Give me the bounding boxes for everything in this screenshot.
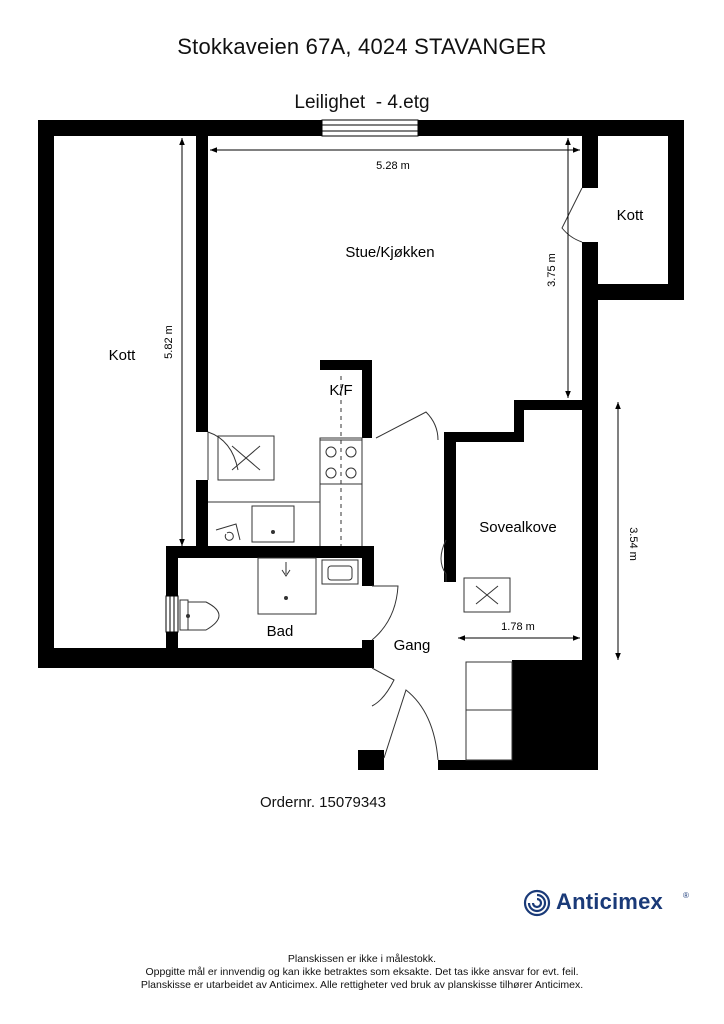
door-sove bbox=[440, 539, 447, 582]
room-label-kott-right: Kott bbox=[617, 207, 645, 224]
room-label-sovealkove: Sovealkove bbox=[479, 519, 557, 536]
wall-top-right bbox=[418, 120, 684, 136]
room-label-kott-left: Kott bbox=[109, 347, 137, 364]
dishwasher-icon bbox=[215, 523, 241, 541]
anticimex-logo-icon bbox=[523, 889, 551, 917]
storage-dark bbox=[512, 660, 592, 770]
door-kitchen bbox=[207, 431, 239, 480]
wall-stue-left bbox=[196, 136, 208, 432]
address-title: Stokkaveien 67A, 4024 STAVANGER bbox=[177, 34, 547, 59]
fixtures bbox=[179, 376, 513, 761]
brand-name: Anticimex bbox=[556, 889, 663, 914]
wall-kf-right bbox=[362, 360, 372, 438]
toilet-bowl bbox=[187, 601, 220, 631]
wall-kitchen-bottom bbox=[166, 546, 372, 558]
dim-label-kott-depth: 5.82 m bbox=[163, 325, 175, 359]
room-label-kf: K/F bbox=[329, 382, 352, 399]
wall-left bbox=[38, 120, 54, 668]
kitchen-counter bbox=[208, 437, 363, 546]
skylight-kitchen bbox=[217, 435, 275, 481]
window-bath bbox=[165, 595, 179, 633]
walls bbox=[38, 120, 684, 770]
brand-registered: ® bbox=[683, 891, 689, 900]
door-entry bbox=[383, 689, 439, 761]
disclaimer-line-1: Planskissen er ikke i målestokk. bbox=[287, 953, 437, 965]
disclaimer-line-2: Oppgitte mål er innvendig og kan ikke be… bbox=[145, 966, 579, 978]
room-label-stue: Stue/Kjøkken bbox=[345, 244, 434, 261]
stove bbox=[319, 439, 363, 485]
wall-kf-top bbox=[320, 360, 372, 370]
skylight-sove bbox=[463, 577, 511, 613]
dim-label-sove-width: 1.78 m bbox=[501, 621, 535, 633]
wall-stue-left-low bbox=[196, 480, 208, 550]
wall-kott-bottom bbox=[38, 648, 372, 668]
dim-label-sove-depth: 3.54 m bbox=[627, 527, 639, 561]
wardrobe-top bbox=[465, 661, 513, 711]
wall-sove-step-vert bbox=[514, 400, 524, 440]
door-stue-gang bbox=[375, 411, 439, 441]
dim-label-stue-width: 5.28 m bbox=[376, 160, 410, 172]
dimension-lines bbox=[179, 138, 621, 660]
wall-right-kott-bottom bbox=[598, 284, 684, 300]
shower bbox=[257, 557, 317, 615]
wall-sove-top bbox=[444, 432, 524, 442]
wall-right-upper bbox=[668, 120, 684, 300]
door-bath bbox=[371, 585, 399, 641]
dim-label-stue-depth: 3.75 m bbox=[546, 253, 558, 287]
wall-top-left bbox=[38, 120, 322, 136]
order-number: Ordernr. 15079343 bbox=[260, 794, 386, 811]
wall-bath-right bbox=[362, 546, 374, 586]
wall-entry-left bbox=[358, 750, 384, 770]
room-label-gang: Gang bbox=[394, 637, 431, 654]
wall-kott-right-inner-a bbox=[582, 136, 598, 188]
wall-sove-step-top bbox=[514, 400, 590, 410]
wall-bath-right-low bbox=[362, 640, 374, 668]
disclaimer-line-3: Planskisse er utarbeidet av Anticimex. A… bbox=[140, 979, 584, 991]
door-gang-upper bbox=[371, 667, 395, 707]
bath-sink bbox=[321, 559, 359, 585]
wall-sove-left bbox=[444, 432, 456, 582]
floor-subtitle: Leilighet - 4.etg bbox=[294, 92, 430, 113]
room-label-bad: Bad bbox=[267, 623, 294, 640]
kitchen-sink bbox=[251, 505, 295, 543]
wall-kott-right-inner-b bbox=[582, 242, 598, 300]
wardrobe-bottom bbox=[465, 709, 513, 761]
door-kott-right bbox=[561, 187, 583, 243]
window-top bbox=[321, 119, 419, 137]
